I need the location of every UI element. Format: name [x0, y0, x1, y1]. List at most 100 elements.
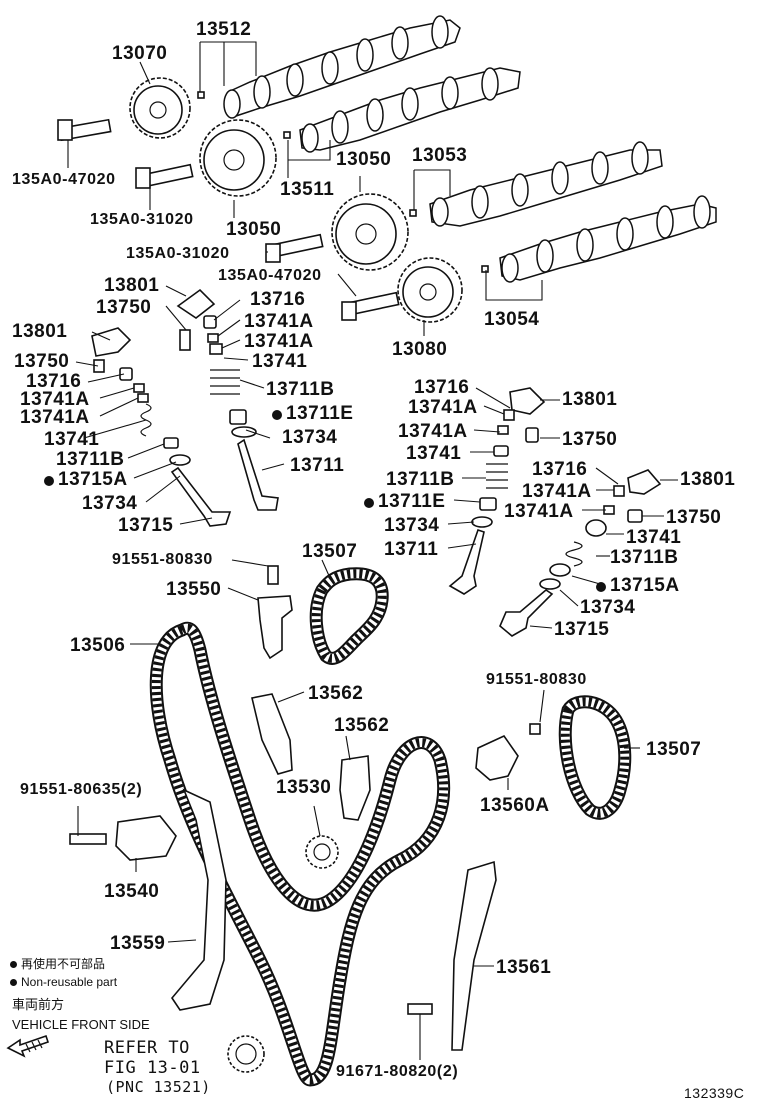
- legend-front-jp: 車両前方: [12, 997, 65, 1012]
- nonreusable-dot-icon: [10, 979, 17, 986]
- part-label-13715A-a-text: 13715A: [58, 469, 128, 490]
- part-label-13050-b: 13050: [336, 149, 392, 170]
- diagram-id: 132339C: [684, 1085, 745, 1101]
- refer-line-2: FIG 13-01: [104, 1058, 201, 1078]
- tensioner-slipper-13559: [171, 788, 227, 1011]
- part-label-13741A-d: 13741A: [20, 407, 90, 428]
- refer-line-1: REFER TO: [104, 1038, 190, 1058]
- part-label-13711B-c: 13711B: [386, 469, 455, 490]
- part-label-13711E-b-text: 13711E: [378, 491, 446, 512]
- chain-tensioner-13560A: [475, 723, 541, 781]
- part-label-13734-a: 13734: [282, 427, 338, 448]
- part-label-13080: 13080: [392, 339, 448, 360]
- part-label-13559: 13559: [110, 933, 166, 954]
- chain-tensioner-13540: [69, 815, 177, 861]
- bolt-135A0-47020-b: [341, 291, 400, 321]
- chain-guide-13562-a: [251, 693, 293, 775]
- vvt-gear-13050-a: [199, 119, 277, 197]
- part-label-13550: 13550: [166, 579, 222, 600]
- vvt-gear-13080: [397, 257, 463, 323]
- bolt-135A0-31020-a: [135, 163, 194, 189]
- part-label-13711-a: 13711: [290, 455, 345, 476]
- camshaft-intake-lower: [429, 141, 663, 227]
- part-label-91551-80830-a: 91551-80830: [112, 551, 213, 568]
- valve-assembly-right-a: [448, 387, 546, 595]
- part-label-13750-d: 13750: [666, 507, 722, 528]
- nonreusable-dot-icon: [44, 476, 54, 486]
- refer-line-3: (PNC 13521): [106, 1078, 211, 1096]
- part-label-13715-b: 13715: [554, 619, 610, 640]
- part-label-13741A-e: 13741A: [408, 397, 478, 418]
- part-label-13053: 13053: [412, 145, 468, 166]
- part-label-13507-b: 13507: [646, 739, 702, 760]
- valve-assembly-middle: [176, 288, 279, 511]
- part-label-13711B-b: 13711B: [56, 449, 125, 470]
- part-label-13050-a: 13050: [226, 219, 282, 240]
- part-label-13512: 13512: [196, 19, 252, 40]
- part-label-13750-a: 13750: [96, 297, 152, 318]
- legend-nonreusable-jp-text: 再使用不可部品: [21, 957, 106, 971]
- bolt-135A0-47020-a: [57, 118, 112, 142]
- idler-sprocket-13530: [305, 835, 339, 869]
- nonreusable-dot-icon: [10, 961, 17, 968]
- legend-nonreusable-en: Non-reusable part: [10, 976, 117, 988]
- part-label-91551-80830-b: 91551-80830: [486, 671, 587, 688]
- part-label-13715A-a: 13715A: [44, 470, 128, 489]
- part-label-13562-a: 13562: [308, 683, 364, 704]
- part-label-135A0-47020-a: 135A0-47020: [12, 171, 116, 188]
- camshaft-exhaust-upper: [299, 67, 521, 153]
- part-label-13741-d: 13741: [626, 527, 682, 548]
- part-label-13715A-b: 13715A: [596, 576, 680, 595]
- leader-lines: [67, 41, 678, 1060]
- timing-chain-13506: [149, 621, 451, 1087]
- hatched-arrow-left-icon: [6, 1034, 50, 1058]
- valve-assembly-right-b: [499, 469, 662, 637]
- part-label-135A0-47020-b: 135A0-47020: [218, 267, 322, 284]
- part-label-13711B-a: 13711B: [266, 379, 335, 400]
- pin-13511: [283, 131, 291, 139]
- nonreusable-dot-icon: [272, 410, 282, 420]
- part-label-13741A-a: 13741A: [244, 311, 314, 332]
- part-label-13741A-c: 13741A: [20, 389, 90, 410]
- part-label-91671-80820: 91671-80820(2): [336, 1063, 459, 1080]
- chain-guide-13561: [407, 860, 497, 1051]
- part-label-13540: 13540: [104, 881, 160, 902]
- part-label-13711E-a: 13711E: [272, 404, 353, 423]
- part-label-13711-b: 13711: [384, 539, 439, 560]
- legend-nonreusable-jp: 再使用不可部品: [10, 958, 105, 970]
- part-label-13511: 13511: [280, 179, 335, 200]
- timing-chain-13507-b: [558, 695, 632, 820]
- vvt-gear-13050-b: [331, 193, 409, 271]
- part-label-13801-d: 13801: [680, 469, 736, 490]
- part-label-13801-b: 13801: [12, 321, 68, 342]
- part-label-13715A-b-text: 13715A: [610, 575, 680, 596]
- pin-13054: [481, 265, 489, 273]
- camshaft-intake-upper: [223, 15, 461, 119]
- part-label-13741A-b: 13741A: [244, 331, 314, 352]
- camshaft-exhaust-lower: [499, 195, 717, 283]
- part-label-13562-b: 13562: [334, 715, 390, 736]
- crank-sprocket: [227, 1035, 265, 1073]
- nonreusable-dot-icon: [364, 498, 374, 508]
- chain-guide-13562-b: [339, 755, 371, 821]
- part-label-13716-c: 13716: [414, 377, 470, 398]
- vvt-gear-13070: [129, 77, 191, 139]
- part-label-13561: 13561: [496, 957, 552, 978]
- chain-tensioner-13550: [257, 565, 293, 660]
- part-label-13711E-a-text: 13711E: [286, 403, 354, 424]
- legend-nonreusable-en-text: Non-reusable part: [21, 975, 118, 989]
- part-label-13530: 13530: [276, 777, 332, 798]
- part-label-13711B-d: 13711B: [610, 547, 679, 568]
- legend-front-en: VEHICLE FRONT SIDE: [12, 1017, 150, 1032]
- part-label-13560A: 13560A: [480, 795, 550, 816]
- part-label-13711E-b: 13711E: [364, 492, 445, 511]
- part-label-13070: 13070: [112, 43, 168, 64]
- part-label-13741-a: 13741: [252, 351, 308, 372]
- timing-chain-13507-a: [309, 567, 389, 665]
- part-label-13801-a: 13801: [104, 275, 160, 296]
- part-label-13741A-g: 13741A: [522, 481, 592, 502]
- part-label-13506: 13506: [70, 635, 126, 656]
- part-label-13716-b: 13716: [26, 371, 82, 392]
- part-label-13750-c: 13750: [562, 429, 618, 450]
